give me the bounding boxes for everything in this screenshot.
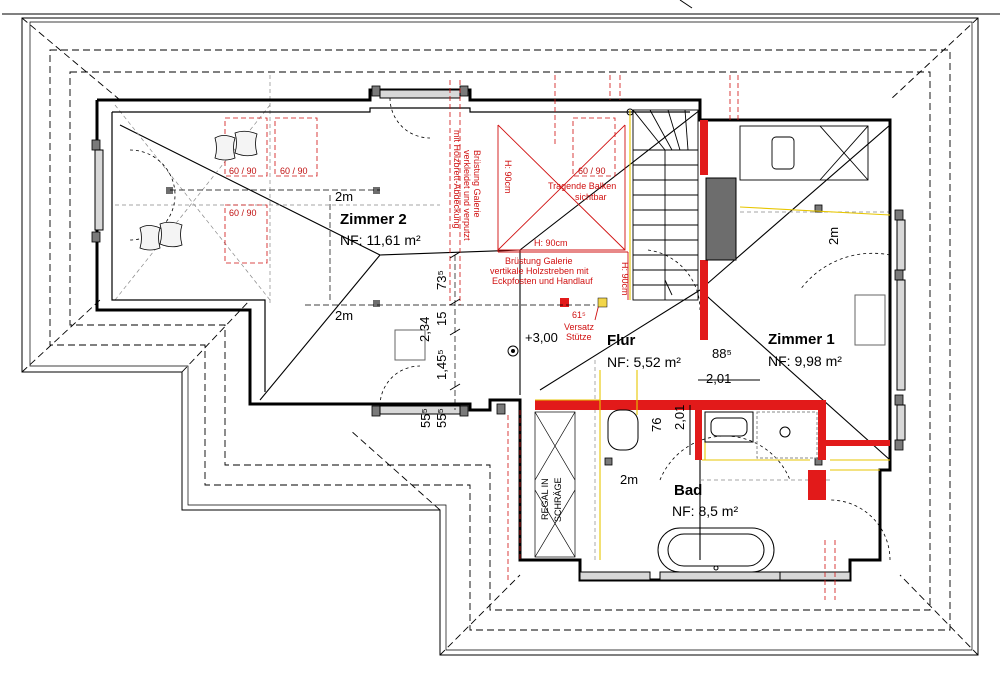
dimension-ticks [449,251,760,455]
shelf-hatch [534,411,576,558]
window-label-1: 60 / 90 [229,166,257,176]
windows [94,89,906,581]
window-label-4: 60 / 90 [578,166,606,176]
note-brustung-left-2: verkleidet und verputzt [462,150,472,241]
grid-markers [166,187,519,357]
room-name-zimmer1: Zimmer 1 [768,331,835,348]
note-balken-1: Tragende Balken [548,181,616,191]
dim-88: 88⁵ [712,346,732,361]
note-brustung-bottom-2: vertikale Holzstreben mit [490,266,589,276]
note-brustung-bottom-3: Eckpfosten und Handlauf [492,276,593,286]
room-name-bad: Bad [674,482,702,499]
note-h90-horizontal: H: 90cm [534,238,568,248]
dim-2m-zimmer1: 2m [826,227,841,245]
dim-2m-bottom-left: 2m [335,308,353,323]
outer-frame [2,0,1000,15]
dim-55-b: 55⁵ [434,408,449,428]
note-regal-2: SCHRÄGE [553,477,563,522]
room-area-flur: NF: 5,52 m² [607,354,681,370]
bathroom-fixtures [394,294,886,573]
note-brustung-bottom-1: Brüstung Galerie [505,256,573,266]
roof-ridge-lines [119,109,891,560]
note-versatz-2: Stütze [566,332,592,342]
pillows [139,130,258,251]
interior-offset [111,107,690,392]
red-window-outlines [224,75,836,600]
room-area-zimmer2: NF: 11,61 m² [340,232,421,248]
dim-234: 2,34 [417,317,432,342]
note-balken-2: sichtbar [575,192,607,202]
dim-201-horizontal: 2,01 [706,371,731,386]
dim-76: 76 [649,418,664,432]
dim-201-vertical: 2,01 [672,405,687,430]
note-regal-1: REGAL IN [540,478,550,520]
window-label-3: 60 / 90 [229,208,257,218]
room-name-zimmer2: Zimmer 2 [340,211,407,228]
room-name-flur: Flur [607,332,635,349]
dim-2m-bad: 2m [620,472,638,487]
dim-61: 61⁵ [572,310,586,320]
room-area-bad: NF: 8,5 m² [672,503,738,519]
dim-73: 73⁵ [434,270,449,290]
dim-2m-top-left: 2m [335,189,353,204]
window-label-2: 60 / 90 [280,166,308,176]
dim-55-a: 55⁵ [418,408,433,428]
note-brustung-left-3: mit Holzbrett-Abdeckung [452,130,462,229]
dim-145: 1,45⁵ [434,349,449,380]
chimney [705,177,737,261]
room-area-zimmer1: NF: 9,98 m² [768,353,842,369]
roof-dashed-lines [21,17,979,656]
note-h90-stair: H: 90cm [620,262,630,296]
note-h90-vertical: H: 90cm [503,160,513,194]
note-brustung-left-1: Brüstung Galerie [472,150,482,218]
gallery-outline [497,124,629,321]
staircase [626,108,699,301]
level-marker: +3,00 [525,330,558,345]
post-yellow [597,297,608,308]
yellow-lines [535,110,891,560]
new-walls [535,120,890,500]
bed [739,125,869,181]
note-versatz-1: Versatz [564,322,595,332]
dim-15: 15 [434,312,449,326]
